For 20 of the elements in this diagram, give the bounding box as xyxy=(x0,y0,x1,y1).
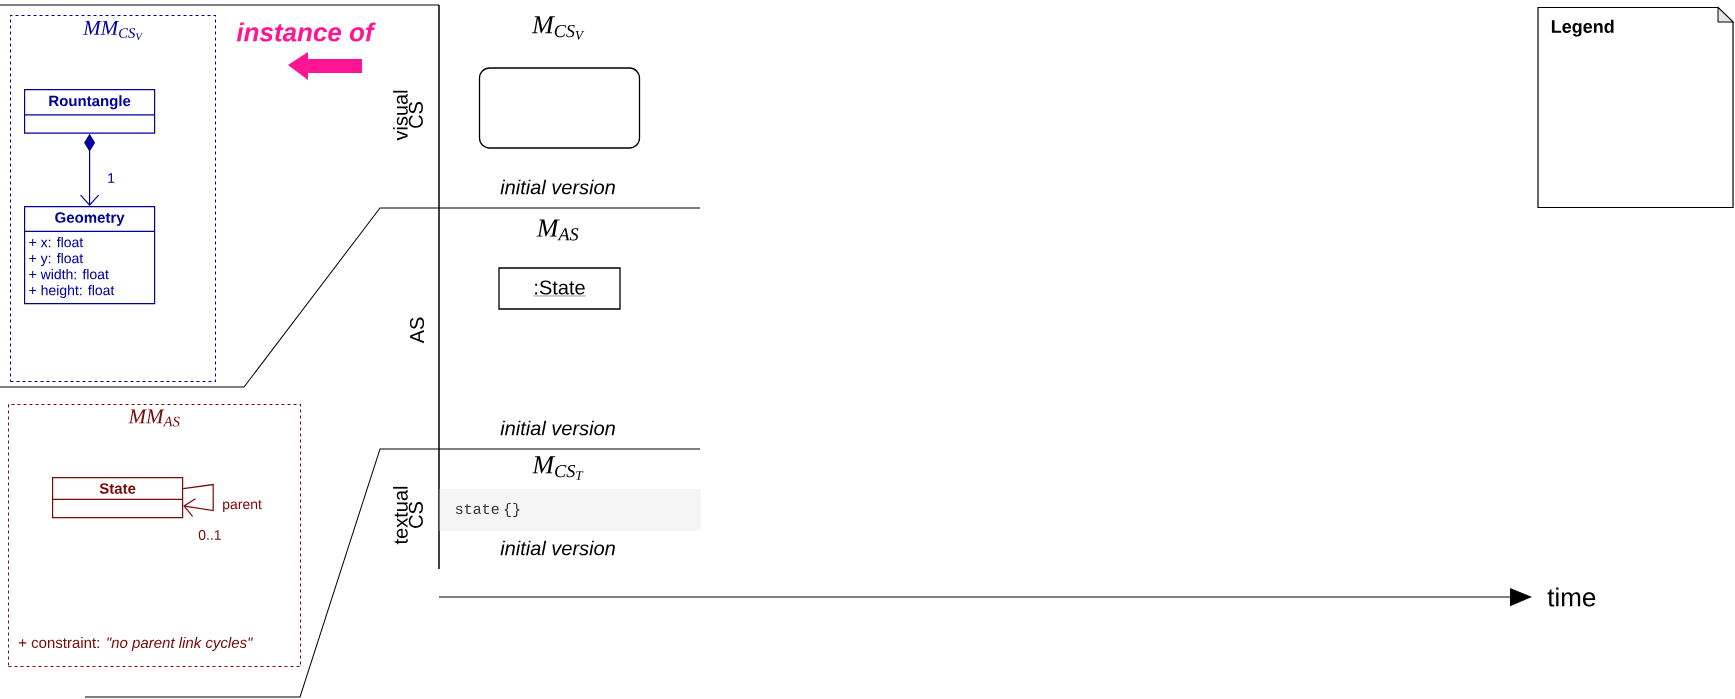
version-label: initial version xyxy=(500,179,615,195)
rounded-rectangle xyxy=(478,67,641,149)
annotation-text: instance of xyxy=(236,22,376,42)
version-label: initial version xyxy=(500,420,615,436)
model-label: $M_{AS}$ xyxy=(536,219,579,241)
code-band: state {} xyxy=(439,489,701,531)
model-label: $M_{CS_V}$ xyxy=(531,16,585,40)
object-box: :State xyxy=(498,267,621,310)
edge-label: 1 xyxy=(108,173,115,183)
association-arrow xyxy=(182,483,214,518)
edge-label: parent xyxy=(223,500,262,512)
class-box: Rountangle xyxy=(24,89,156,134)
axis-label: time xyxy=(1547,587,1596,607)
class-box: State xyxy=(52,477,184,519)
constraint-text: + constraint: "no parent link cycles" xyxy=(18,637,253,651)
note-box: Legend xyxy=(1537,6,1734,209)
multiplicity-label: 0..1 xyxy=(198,530,221,540)
class-box: Geometry + x: float + y: float + width: float + height: float xyxy=(24,206,156,305)
lane-label: AS xyxy=(409,317,425,344)
lane-label: visual CS xyxy=(393,90,423,141)
